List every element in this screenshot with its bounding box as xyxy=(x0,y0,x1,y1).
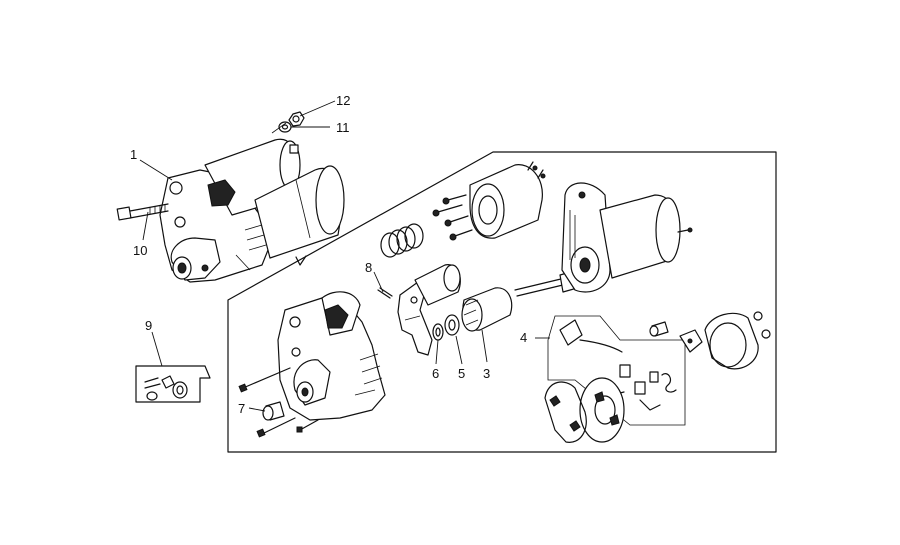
callout-10: 10 xyxy=(133,243,147,258)
drive-end-housing xyxy=(277,291,386,421)
callout-8: 8 xyxy=(365,260,372,275)
screw-small xyxy=(296,419,319,433)
leader-6 xyxy=(435,339,439,365)
insulator-block xyxy=(679,329,703,353)
pinion-gear-3 xyxy=(461,287,513,332)
leader-1 xyxy=(139,159,173,181)
leader-3 xyxy=(481,329,488,363)
bushing-7 xyxy=(262,401,285,421)
ring-5 xyxy=(444,314,460,336)
callout-6: 6 xyxy=(432,366,439,381)
washer-11 xyxy=(278,121,292,133)
exploded-view-boundary xyxy=(227,151,777,453)
callout-9: 9 xyxy=(145,318,152,333)
callout-1: 1 xyxy=(130,147,137,162)
nut-12 xyxy=(288,111,305,127)
repair-kit-9 xyxy=(135,365,211,403)
leader-10 xyxy=(142,211,149,241)
callout-12: 12 xyxy=(336,93,350,108)
leader-5 xyxy=(455,335,463,365)
leader-9 xyxy=(151,331,163,367)
leader-8 xyxy=(373,271,384,293)
solenoid-plunger xyxy=(414,264,461,306)
pin-8 xyxy=(377,287,393,299)
callout-5: 5 xyxy=(458,366,465,381)
leader-7 xyxy=(248,407,266,412)
callout-11: 11 xyxy=(336,120,350,135)
motor-yoke-assembly xyxy=(561,182,693,293)
callout-3: 3 xyxy=(483,366,490,381)
callout-4: 4 xyxy=(520,330,527,345)
washer-6 xyxy=(432,323,444,341)
end-bushing xyxy=(649,321,669,337)
brush-plate xyxy=(579,377,625,443)
end-cap xyxy=(704,311,771,370)
through-bolt-upper xyxy=(238,367,291,393)
seal-ring xyxy=(544,381,587,443)
through-bolt-lower xyxy=(256,417,296,438)
solenoid-screws xyxy=(432,194,473,241)
leader-12 xyxy=(299,100,336,117)
return-spring xyxy=(380,223,424,258)
assembled-starter-motor xyxy=(159,138,345,283)
bolt-10 xyxy=(116,203,169,221)
solenoid-switch xyxy=(469,161,546,239)
callout-7: 7 xyxy=(238,401,245,416)
